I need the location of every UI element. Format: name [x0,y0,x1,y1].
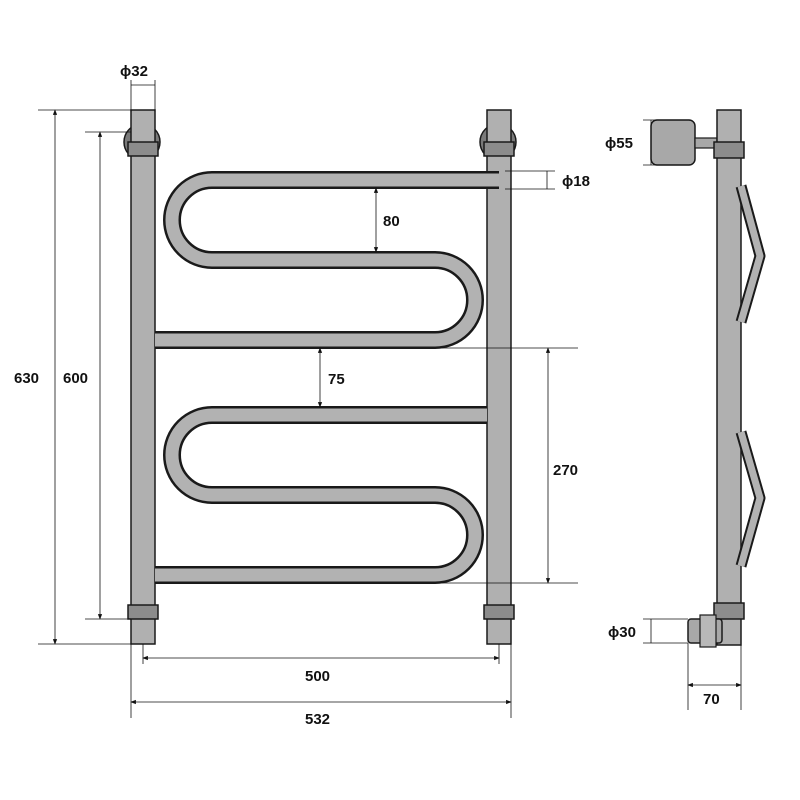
post-diameter-label: ϕ32 [120,63,148,80]
lower-serpentine-bar [155,406,487,584]
right-top-collar [483,141,515,157]
side-view: ϕ55 ϕ30 70 [605,109,766,710]
upper-bar-profile [735,184,766,324]
upper-serpentine-bar [155,171,499,349]
outlet-diameter-dimension: ϕ30 [608,618,688,644]
bar-diameter-dimension: ϕ18 [505,170,590,190]
left-bottom-collar [127,604,159,620]
total-height-label: 630 [14,370,39,387]
lower-height-dimension: 270 [440,347,578,584]
wall-offset-label: 70 [703,691,720,708]
middle-gap-label: 75 [328,371,345,388]
middle-gap-dimension: 75 [317,347,345,408]
front-view: ϕ32 630 600 ϕ18 80 [14,63,590,728]
bracket-diameter-label: ϕ55 [605,135,633,152]
bracket-diameter-dimension: ϕ55 [605,119,690,166]
bar-spacing-label: 80 [383,213,400,230]
outlet-diameter-label: ϕ30 [608,624,636,641]
lower-height-label: 270 [553,462,578,479]
bar-spacing-dimension: 80 [373,187,400,253]
center-distance-label: 500 [305,668,330,685]
post-diameter-dimension: ϕ32 [120,63,156,112]
side-bottom-collar [713,602,745,620]
side-top-collar [713,141,745,159]
wall-offset-dimension: 70 [687,643,742,710]
right-bottom-collar [483,604,515,620]
inner-height-label: 600 [63,370,88,387]
bar-diameter-label: ϕ18 [562,173,590,190]
left-top-collar [127,141,159,157]
total-height-dimension: 630 [14,109,131,645]
total-width-label: 532 [305,711,330,728]
inner-height-dimension: 600 [63,131,131,620]
lower-outlet-nut [699,614,717,648]
lower-bar-profile [735,430,766,568]
center-distance-dimension: 500 [142,644,500,685]
upper-wall-bracket [650,119,696,166]
side-post [716,109,742,646]
right-post [486,109,512,645]
left-post [130,109,156,645]
total-width-dimension: 532 [130,644,512,728]
